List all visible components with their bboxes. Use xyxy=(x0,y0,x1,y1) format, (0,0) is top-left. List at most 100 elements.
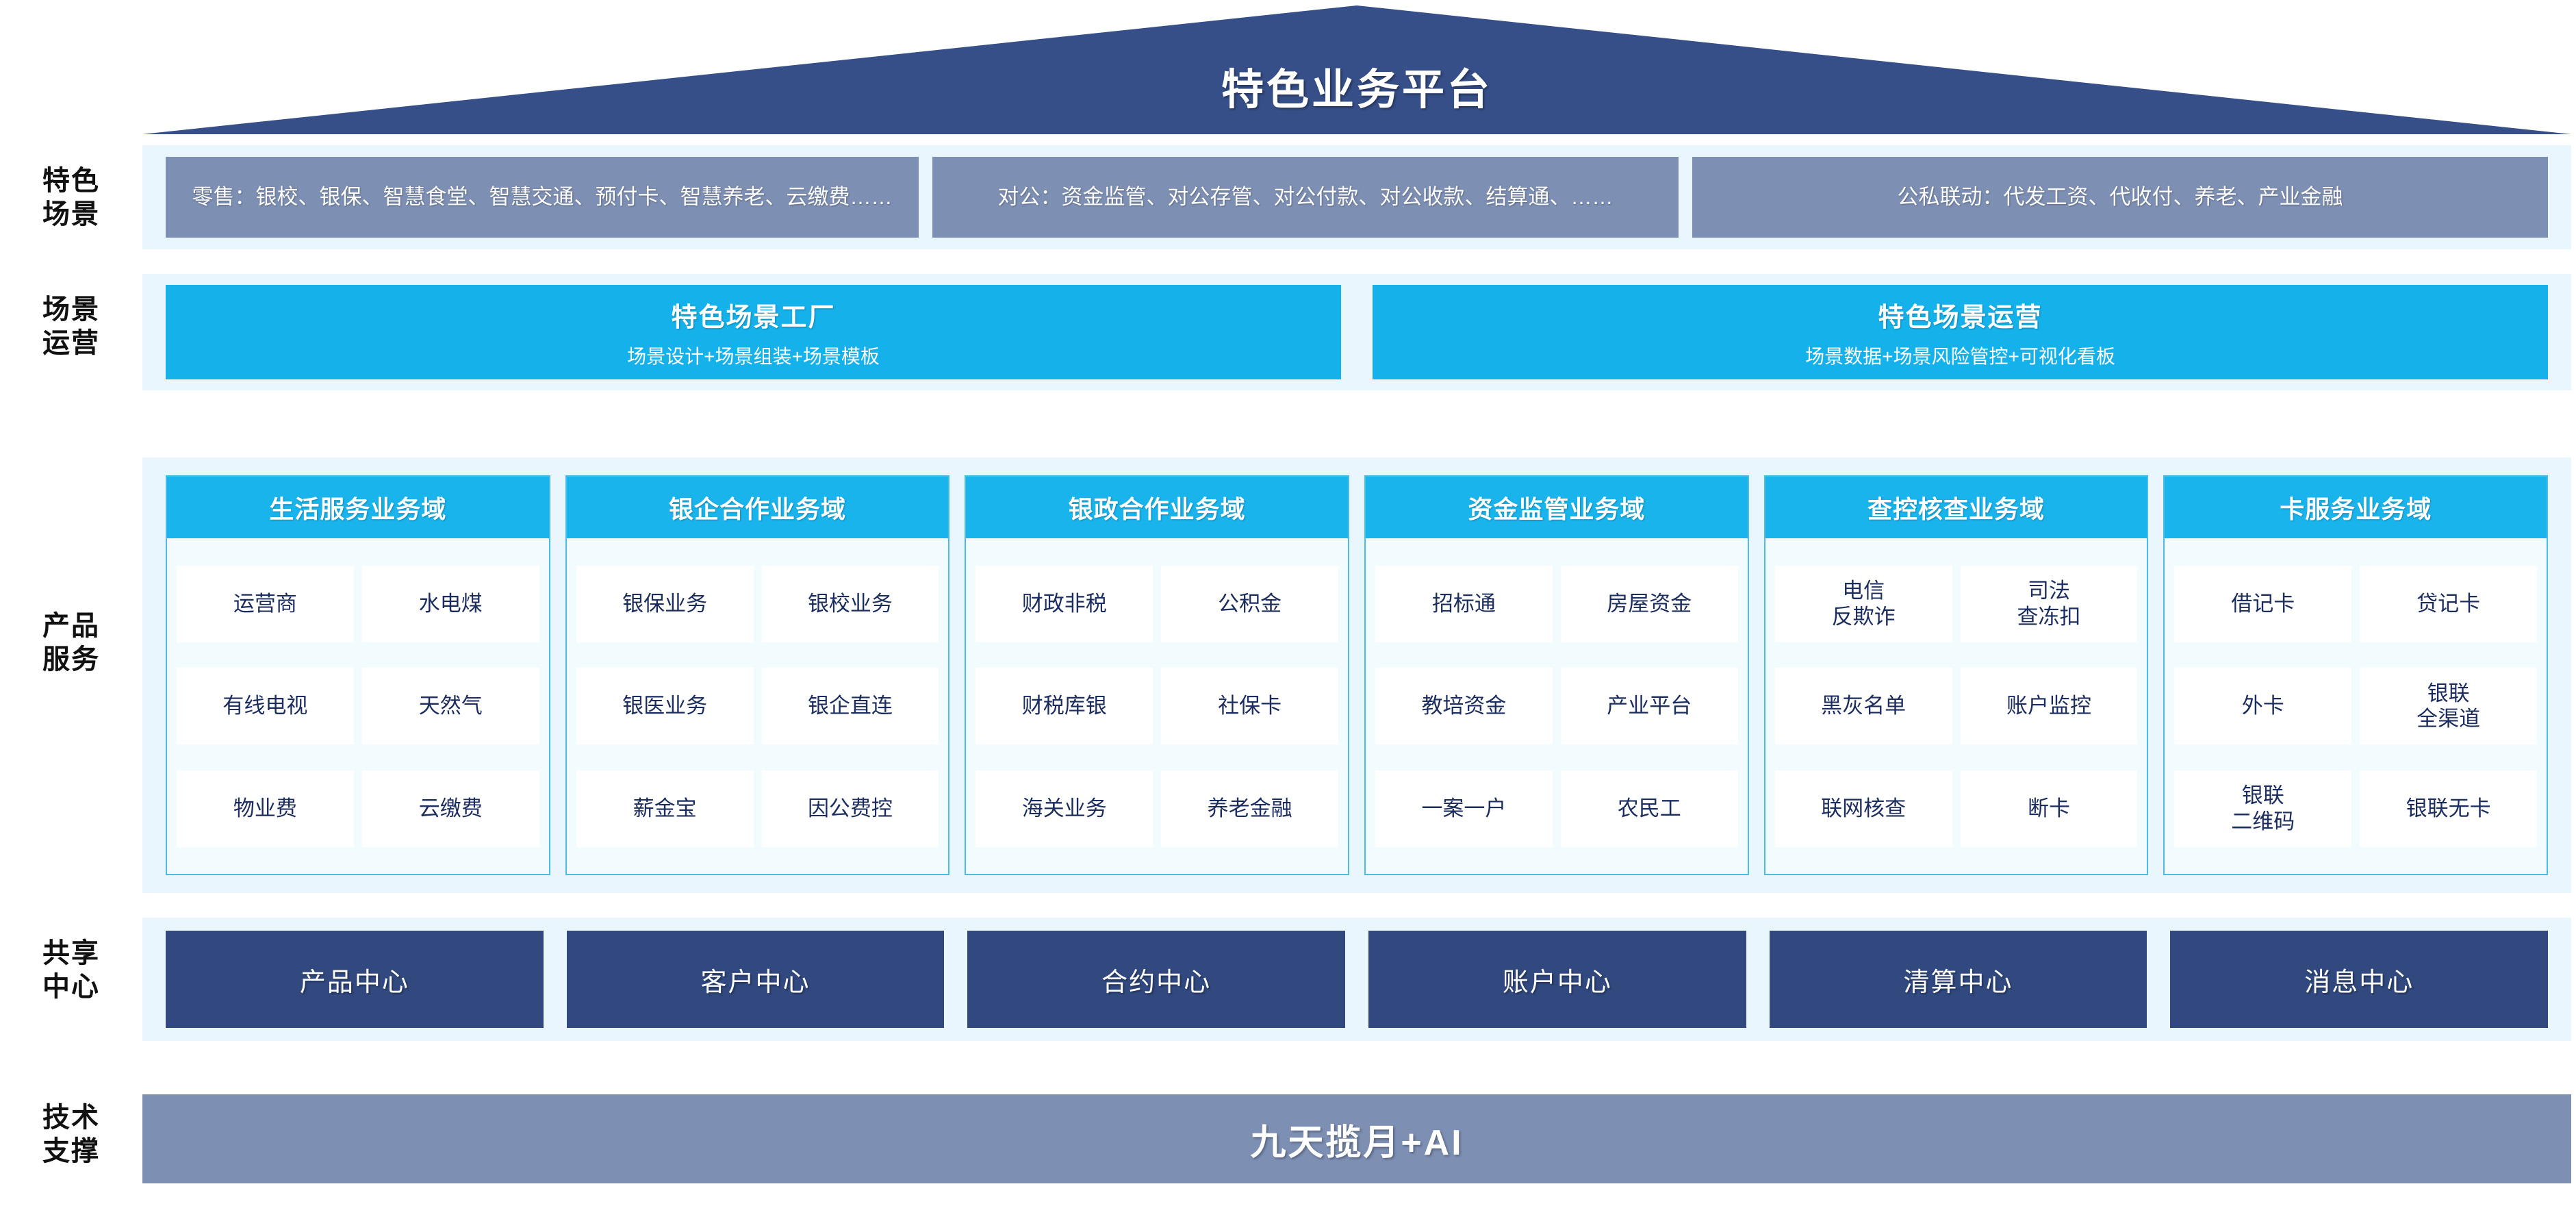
scenario-band: 零售：银校、银保、智慧食堂、智慧交通、预付卡、智慧养老、云缴费…… 对公：资金监… xyxy=(142,145,2571,249)
tech-support-label: 九天揽月+AI xyxy=(1250,1122,1464,1163)
domain-items: 电信 反欺诈 司法 查冻扣 黑灰名单 账户监控 联网核查 断卡 xyxy=(1765,538,2147,874)
domain-item[interactable]: 断卡 xyxy=(1960,770,2138,847)
domain-title: 查控核查业务域 xyxy=(1765,477,2147,538)
domain-row: 电信 反欺诈 司法 查冻扣 xyxy=(1774,565,2138,642)
domain-item[interactable]: 银校业务 xyxy=(761,565,939,642)
domain-row: 银保业务 银校业务 xyxy=(576,565,939,642)
domain-row: 物业费 云缴费 xyxy=(177,770,539,847)
domain-card-bank-government[interactable]: 银政合作业务域 财政非税 公积金 财税库银 社保卡 海关业务 养老金融 xyxy=(965,475,1350,875)
rail-label-scenario: 特色 场景 xyxy=(42,166,100,229)
domain-row: 银联 二维码 银联无卡 xyxy=(2174,770,2538,847)
domain-card-life-service[interactable]: 生活服务业务域 运营商 水电煤 有线电视 天然气 物业费 云缴费 xyxy=(166,475,550,875)
center-card-contract[interactable]: 合约中心 xyxy=(967,931,1346,1028)
domain-item[interactable]: 产业平台 xyxy=(1560,668,1738,744)
domain-item[interactable]: 物业费 xyxy=(177,770,354,847)
domain-item[interactable]: 司法 查冻扣 xyxy=(1960,565,2138,642)
domain-item[interactable]: 银联 全渠道 xyxy=(2360,668,2538,744)
domain-item[interactable]: 账户监控 xyxy=(1960,668,2138,744)
domain-row: 财税库银 社保卡 xyxy=(975,668,1339,744)
domain-item[interactable]: 银联 二维码 xyxy=(2174,770,2352,847)
domain-card-investigation[interactable]: 查控核查业务域 电信 反欺诈 司法 查冻扣 黑灰名单 账户监控 联网核查 断卡 xyxy=(1763,475,2149,875)
center-card-product[interactable]: 产品中心 xyxy=(166,931,544,1028)
domain-card-fund-supervision[interactable]: 资金监管业务域 招标通 房屋资金 教培资金 产业平台 一案一户 农民工 xyxy=(1364,475,1749,875)
domain-item[interactable]: 借记卡 xyxy=(2174,565,2352,642)
domain-card-card-service[interactable]: 卡服务业务域 借记卡 贷记卡 外卡 银联 全渠道 银联 二维码 银联无卡 xyxy=(2163,475,2549,875)
domain-item[interactable]: 薪金宝 xyxy=(576,770,754,847)
domain-title: 资金监管业务域 xyxy=(1366,477,1748,538)
domain-items: 运营商 水电煤 有线电视 天然气 物业费 云缴费 xyxy=(167,538,549,874)
domain-row: 海关业务 养老金融 xyxy=(975,770,1339,847)
center-card-clearing[interactable]: 清算中心 xyxy=(1769,931,2147,1028)
domain-row: 财政非税 公积金 xyxy=(975,565,1339,642)
domain-item[interactable]: 银保业务 xyxy=(576,565,754,642)
domain-row: 有线电视 天然气 xyxy=(177,668,539,744)
domain-items: 财政非税 公积金 财税库银 社保卡 海关业务 养老金融 xyxy=(966,538,1348,874)
domain-row: 招标通 房屋资金 xyxy=(1375,565,1738,642)
domain-item[interactable]: 水电煤 xyxy=(361,565,539,642)
domain-row: 薪金宝 因公费控 xyxy=(576,770,939,847)
center-card-account[interactable]: 账户中心 xyxy=(1368,931,1746,1028)
domain-item[interactable]: 一案一户 xyxy=(1375,770,1553,847)
domain-item[interactable]: 银联无卡 xyxy=(2360,770,2538,847)
rail-label-shared: 共享 中心 xyxy=(42,938,100,1002)
shared-center-band: 产品中心 客户中心 合约中心 账户中心 清算中心 消息中心 xyxy=(142,918,2571,1041)
domain-row: 黑灰名单 账户监控 xyxy=(1774,668,2138,744)
domain-item[interactable]: 有线电视 xyxy=(177,668,354,744)
domain-item[interactable]: 房屋资金 xyxy=(1560,565,1738,642)
operation-band: 特色场景工厂 场景设计+场景组装+场景模板 特色场景运营 场景数据+场景风险管控… xyxy=(142,274,2571,390)
domain-item[interactable]: 运营商 xyxy=(177,565,354,642)
center-card-message[interactable]: 消息中心 xyxy=(2170,931,2549,1028)
ops-card-operations[interactable]: 特色场景运营 场景数据+场景风险管控+可视化看板 xyxy=(1373,285,2548,379)
rail-label-technology: 技术 支撑 xyxy=(42,1103,100,1166)
domain-item[interactable]: 联网核查 xyxy=(1774,770,1952,847)
domain-item[interactable]: 天然气 xyxy=(361,668,539,744)
rail-label-product: 产品 服务 xyxy=(42,611,100,675)
domain-row: 银医业务 银企直连 xyxy=(576,668,939,744)
ops-card-title: 特色场景运营 xyxy=(1878,303,2043,332)
domain-title: 生活服务业务域 xyxy=(167,477,549,538)
platform-roof: 特色业务平台 xyxy=(142,5,2571,134)
domain-items: 借记卡 贷记卡 外卡 银联 全渠道 银联 二维码 银联无卡 xyxy=(2165,538,2547,874)
domain-item[interactable]: 银医业务 xyxy=(576,668,754,744)
ops-card-title: 特色场景工厂 xyxy=(671,303,836,332)
domain-item[interactable]: 电信 反欺诈 xyxy=(1774,565,1952,642)
domain-row: 联网核查 断卡 xyxy=(1774,770,2138,847)
scenario-box-linkage[interactable]: 公私联动：代发工资、代收付、养老、产业金融 xyxy=(1692,157,2548,238)
rail-label-operation: 场景 运营 xyxy=(42,294,100,358)
domain-item[interactable]: 海关业务 xyxy=(975,770,1153,847)
domain-row: 运营商 水电煤 xyxy=(177,565,539,642)
product-service-band: 生活服务业务域 运营商 水电煤 有线电视 天然气 物业费 云缴费 银企合作业务域 xyxy=(142,457,2571,893)
domain-row: 借记卡 贷记卡 xyxy=(2174,565,2538,642)
domain-item[interactable]: 公积金 xyxy=(1161,565,1339,642)
domain-row: 外卡 银联 全渠道 xyxy=(2174,668,2538,744)
domain-item[interactable]: 财政非税 xyxy=(975,565,1153,642)
domain-item[interactable]: 招标通 xyxy=(1375,565,1553,642)
page-title: 特色业务平台 xyxy=(1221,66,1492,114)
ops-card-subtitle: 场景数据+场景风险管控+可视化看板 xyxy=(1805,345,2115,367)
domain-item[interactable]: 云缴费 xyxy=(361,770,539,847)
domain-title: 银企合作业务域 xyxy=(566,477,949,538)
domain-row: 一案一户 农民工 xyxy=(1375,770,1738,847)
ops-card-factory[interactable]: 特色场景工厂 场景设计+场景组装+场景模板 xyxy=(166,285,1341,379)
scenario-box-retail[interactable]: 零售：银校、银保、智慧食堂、智慧交通、预付卡、智慧养老、云缴费…… xyxy=(166,157,919,238)
domain-item[interactable]: 养老金融 xyxy=(1161,770,1339,847)
domain-row: 教培资金 产业平台 xyxy=(1375,668,1738,744)
domain-items: 银保业务 银校业务 银医业务 银企直连 薪金宝 因公费控 xyxy=(567,538,949,874)
domain-item[interactable]: 社保卡 xyxy=(1161,668,1339,744)
domain-item[interactable]: 农民工 xyxy=(1560,770,1738,847)
ops-card-subtitle: 场景设计+场景组装+场景模板 xyxy=(627,345,880,367)
domain-item[interactable]: 外卡 xyxy=(2174,668,2352,744)
tech-support-bar: 九天揽月+AI xyxy=(142,1094,2571,1183)
domain-item[interactable]: 财税库银 xyxy=(975,668,1153,744)
domain-item[interactable]: 黑灰名单 xyxy=(1774,668,1952,744)
scenario-box-corporate[interactable]: 对公：资金监管、对公存管、对公付款、对公收款、结算通、…… xyxy=(932,157,1679,238)
domain-item[interactable]: 因公费控 xyxy=(761,770,939,847)
domain-item[interactable]: 银企直连 xyxy=(761,668,939,744)
domain-card-bank-enterprise[interactable]: 银企合作业务域 银保业务 银校业务 银医业务 银企直连 薪金宝 因公费控 xyxy=(565,475,950,875)
domain-item[interactable]: 贷记卡 xyxy=(2360,565,2538,642)
domain-title: 卡服务业务域 xyxy=(2165,477,2547,538)
domain-item[interactable]: 教培资金 xyxy=(1375,668,1553,744)
domain-title: 银政合作业务域 xyxy=(966,477,1349,538)
center-card-customer[interactable]: 客户中心 xyxy=(566,931,945,1028)
